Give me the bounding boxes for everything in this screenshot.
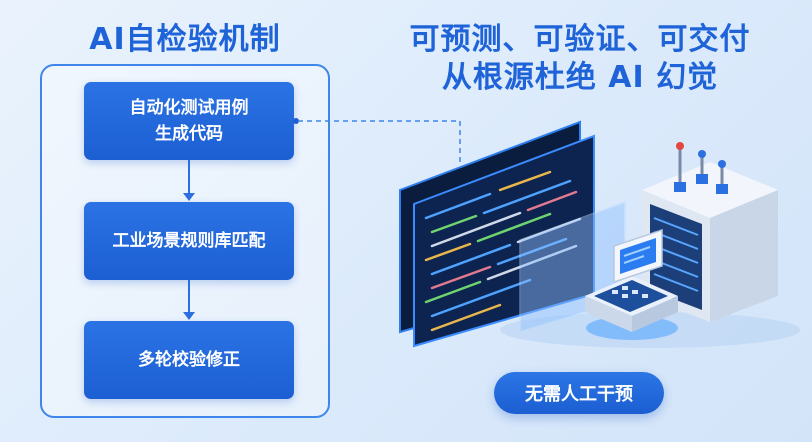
- arrow-line-1: [188, 160, 190, 194]
- step-multi-round-correction: 多轮校验修正: [84, 321, 294, 399]
- server-rack-icon: [642, 142, 778, 322]
- arrow-head-2: [183, 312, 195, 320]
- arrow-head-1: [183, 193, 195, 201]
- step-rule-library-matching: 工业场景规则库匹配: [84, 202, 294, 280]
- arrow-line-2: [188, 280, 190, 313]
- step-label-line1: 多轮校验修正: [138, 350, 240, 370]
- step-test-case-generation: 自动化测试用例 生成代码: [84, 82, 294, 160]
- step-label-line1: 工业场景规则库匹配: [112, 231, 266, 251]
- right-title-line1: 可预测、可验证、可交付: [409, 22, 751, 57]
- step-label-line1: 自动化测试用例: [129, 98, 249, 118]
- left-title: AI自检验机制: [89, 22, 281, 57]
- control-terminal-icon: [585, 228, 678, 340]
- no-manual-intervention-badge: 无需人工干预: [494, 372, 664, 414]
- code-screen-icon: [399, 120, 595, 348]
- right-title-line2: 从根源杜绝 AI 幻觉: [441, 60, 719, 95]
- step-label-line2: 生成代码: [155, 124, 223, 144]
- illustration: [399, 120, 800, 348]
